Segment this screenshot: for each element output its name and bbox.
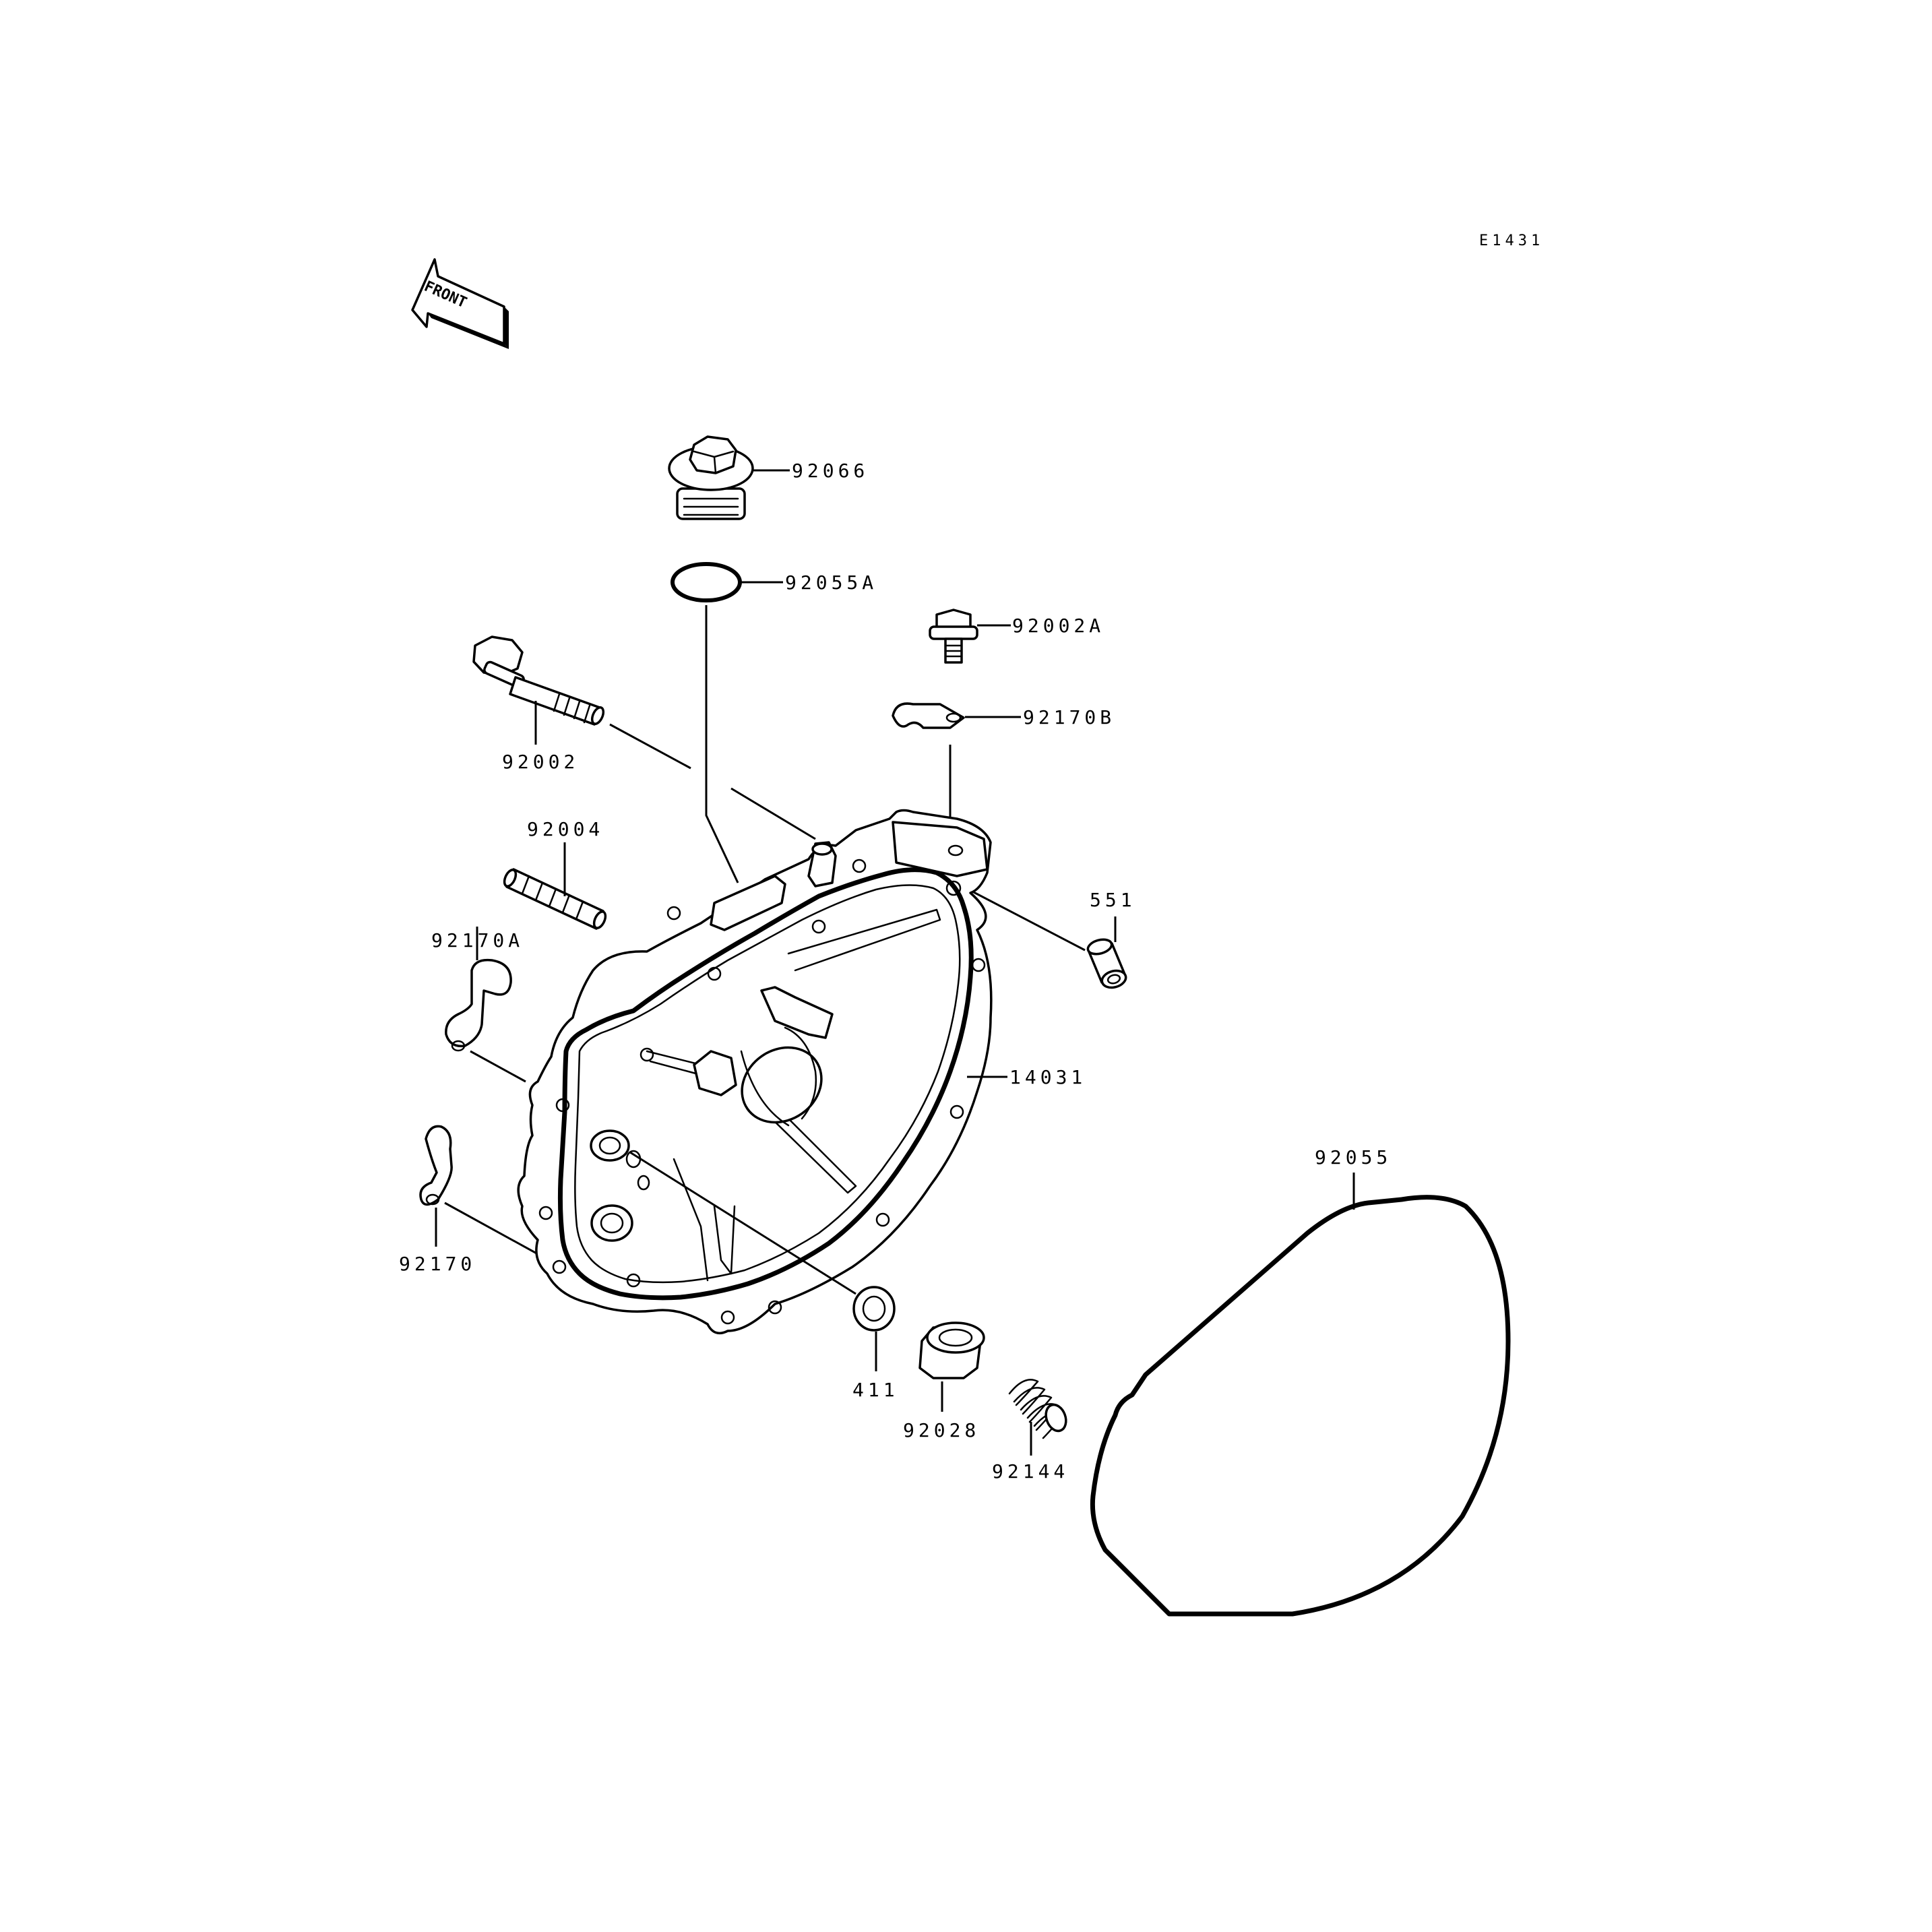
label-92170A: 92170A bbox=[431, 929, 524, 952]
bolt-92002[interactable] bbox=[472, 635, 606, 726]
gasket-92055[interactable] bbox=[1090, 1195, 1511, 1617]
plug-92066[interactable] bbox=[668, 435, 754, 520]
label-92055A: 92055A bbox=[785, 571, 877, 594]
clamp-92170[interactable] bbox=[419, 1125, 453, 1206]
clutch-cover-14031[interactable] bbox=[517, 809, 993, 1335]
label-92002A: 92002A bbox=[1012, 615, 1104, 637]
label-14031: 14031 bbox=[1009, 1066, 1086, 1088]
oring-92055A[interactable] bbox=[671, 562, 742, 602]
label-92028: 92028 bbox=[903, 1419, 980, 1441]
label-92170B: 92170B bbox=[1023, 706, 1115, 728]
clamp-92170B[interactable] bbox=[892, 702, 965, 729]
clamp-92170A[interactable] bbox=[445, 958, 512, 1052]
label-92002: 92002 bbox=[502, 751, 579, 773]
diagram-reference-code: E1431 bbox=[1479, 232, 1544, 249]
label-411: 411 bbox=[852, 1379, 899, 1401]
stud-92004[interactable] bbox=[502, 868, 608, 930]
collar-92028[interactable] bbox=[918, 1321, 985, 1379]
front-arrow-icon: FRONT bbox=[411, 258, 509, 349]
label-92170: 92170 bbox=[399, 1253, 476, 1275]
label-551: 551 bbox=[1090, 889, 1136, 911]
label-92144: 92144 bbox=[992, 1460, 1069, 1483]
bolt-92002A[interactable] bbox=[929, 609, 978, 664]
label-92066: 92066 bbox=[792, 460, 869, 482]
label-92004: 92004 bbox=[527, 818, 604, 840]
seal-411[interactable] bbox=[852, 1286, 896, 1332]
label-92055: 92055 bbox=[1315, 1146, 1392, 1168]
dowel-pin-551[interactable] bbox=[1086, 937, 1127, 991]
spring-92144[interactable] bbox=[1008, 1379, 1069, 1439]
